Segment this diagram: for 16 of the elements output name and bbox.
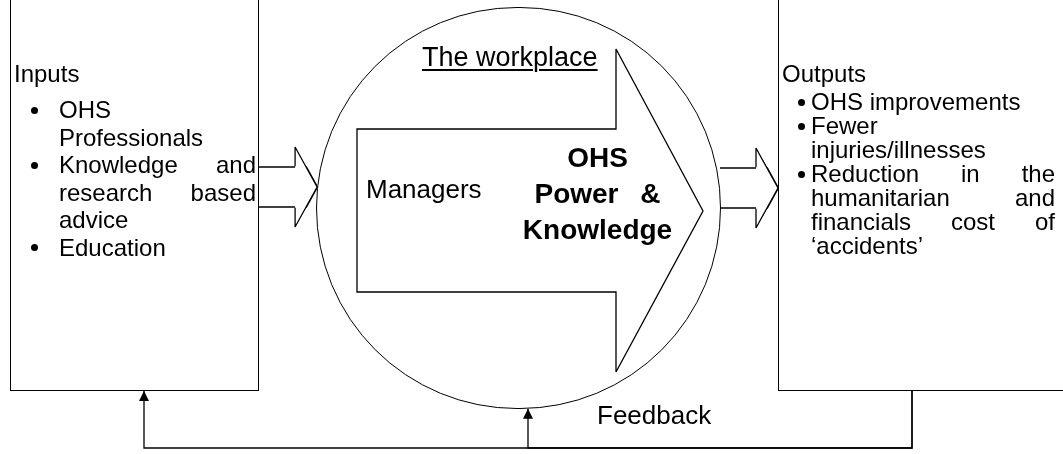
box-heading: Inputs	[14, 60, 80, 88]
list-item-text: Fewer injuries/illnesses	[811, 114, 986, 162]
box-heading: Outputs	[782, 60, 867, 88]
process-box	[10, 0, 259, 391]
list-item-text: Knowledge and research based advice	[59, 151, 256, 234]
shape-label: Managers	[366, 174, 482, 204]
list-item-text: Reduction in the humanitarian and financials cost of ‘accidents’	[811, 162, 1055, 258]
list-item-text: OHS Professionals	[59, 96, 205, 151]
list-item-text: Education	[59, 233, 167, 261]
shape-title: OHS Power & Knowledge	[522, 141, 673, 247]
feedback-label: Feedback	[597, 400, 712, 430]
block-arrow-shape	[356, 48, 704, 373]
process-box	[778, 0, 1063, 391]
circle-heading: The workplace	[422, 41, 598, 73]
list-item-text: OHS improvements	[811, 90, 1022, 114]
feedback-arrow	[523, 390, 913, 449]
